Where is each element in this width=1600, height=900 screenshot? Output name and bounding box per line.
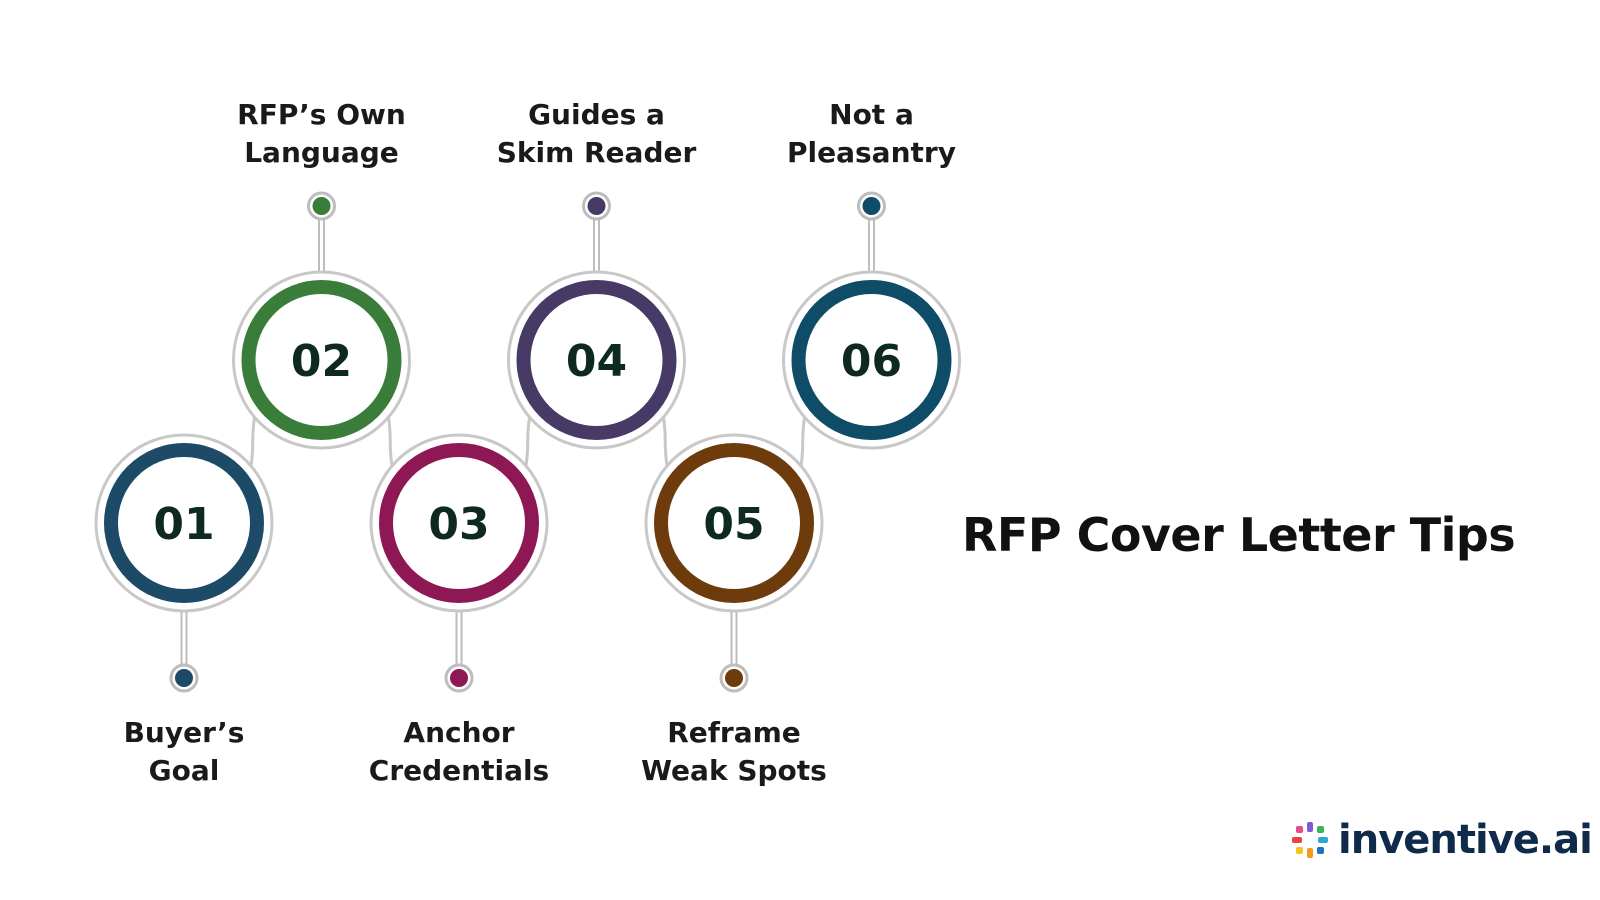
step-rings: 01 02 03 04 05 06 xyxy=(94,270,961,613)
pin-dot xyxy=(450,669,468,687)
step-ring xyxy=(791,280,952,440)
step-label-line: Pleasantry xyxy=(787,136,956,169)
step-number: 01 xyxy=(153,499,214,550)
step-label-line: Weak Spots xyxy=(641,754,827,787)
brand-name: inventive.ai xyxy=(1338,817,1593,863)
connector-lines xyxy=(169,191,886,693)
step-label-line: Not a xyxy=(829,98,914,131)
step-ring xyxy=(379,443,539,603)
step-number: 02 xyxy=(291,336,352,387)
step-number: 04 xyxy=(566,336,627,387)
step-label-line: Language xyxy=(244,136,399,169)
step-label-line: Reframe xyxy=(667,716,801,749)
pin-dot xyxy=(862,197,881,215)
step-number: 06 xyxy=(841,336,902,387)
step-label-line: Skim Reader xyxy=(496,136,697,169)
step-label-line: Goal xyxy=(148,754,220,787)
step-label-line: RFP’s Own xyxy=(237,98,406,131)
step-ring xyxy=(241,280,402,440)
step-ring xyxy=(654,443,814,603)
step-ring xyxy=(516,280,677,440)
step-label-line: Anchor xyxy=(403,716,515,749)
step-label-line: Guides a xyxy=(528,98,665,131)
step-label: Not a Pleasantry xyxy=(742,96,1002,172)
step-number: 05 xyxy=(703,499,764,550)
pinwheel-logo-icon xyxy=(1292,822,1328,858)
step-label-line: Buyer’s xyxy=(123,716,245,749)
pin-dot xyxy=(725,669,743,687)
step-label: Guides a Skim Reader xyxy=(467,96,727,172)
page-title: RFP Cover Letter Tips xyxy=(962,508,1516,562)
step-ring xyxy=(104,443,264,603)
pin-dot xyxy=(312,197,331,215)
step-number: 03 xyxy=(428,499,489,550)
brand-logo: inventive.ai xyxy=(1290,817,1593,863)
pin-dot xyxy=(175,669,193,687)
step-label-line: Credentials xyxy=(368,754,550,787)
pin-dot xyxy=(587,197,606,215)
